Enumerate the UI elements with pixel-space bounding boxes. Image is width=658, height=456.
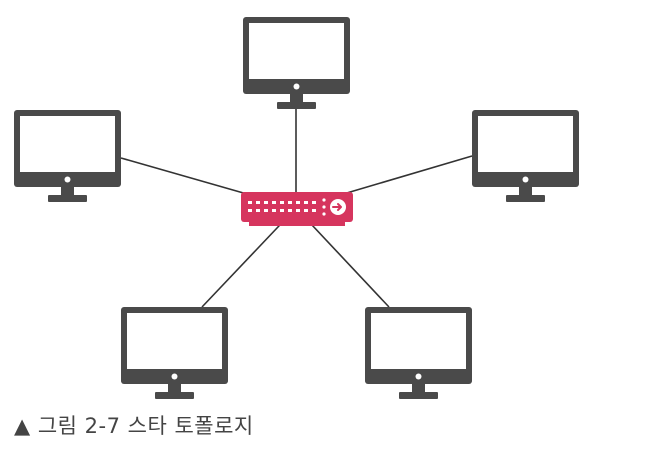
figure-caption: ▲ 그림 2-7 스타 토폴로지 (14, 410, 254, 440)
caption-marker: ▲ (14, 414, 31, 438)
nodes-group (14, 17, 579, 399)
monitor-icon (243, 17, 350, 109)
network-switch-icon (241, 192, 353, 226)
caption-text: 그림 2-7 스타 토폴로지 (37, 414, 254, 438)
monitor-icon (14, 110, 121, 202)
monitor-icon (121, 307, 228, 399)
monitor-icon (365, 307, 472, 399)
monitor-icon (472, 110, 579, 202)
